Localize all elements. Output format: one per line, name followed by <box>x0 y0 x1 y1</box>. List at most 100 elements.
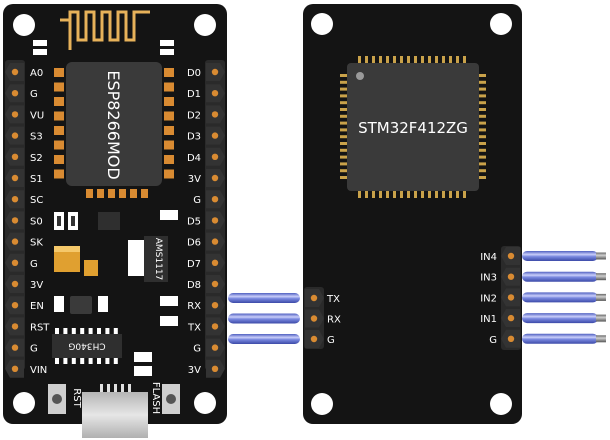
nodemcu-right-pin[interactable] <box>211 344 219 351</box>
smd-component <box>160 296 178 306</box>
nodemcu-right-pin[interactable] <box>211 259 219 266</box>
mcu-pin <box>340 162 348 166</box>
nodemcu-right-pin[interactable] <box>211 132 219 139</box>
nodemcu-left-pin[interactable] <box>11 280 19 288</box>
mcu-pin <box>340 155 348 159</box>
nodemcu-left-pin-label: G <box>30 259 38 270</box>
nodemcu-right-pin-label: G <box>193 344 201 355</box>
smd-component <box>134 352 152 362</box>
nodemcu-right-pin[interactable] <box>211 302 219 309</box>
nodemcu-left-pin[interactable] <box>11 132 19 139</box>
stm32-input-pin[interactable] <box>507 335 515 342</box>
mcu-pin <box>478 176 486 179</box>
mcu-pin <box>379 190 382 198</box>
nodemcu-left-pin[interactable] <box>11 196 19 203</box>
nodemcu-left-pin[interactable] <box>11 365 19 372</box>
mcu-pin <box>340 176 348 179</box>
usb-pin <box>100 384 103 393</box>
nodemcu-right-pin[interactable] <box>211 196 219 203</box>
jumper-wire <box>522 313 598 324</box>
stm32-uart-pin[interactable] <box>310 315 318 322</box>
chip-pin <box>55 328 59 335</box>
mcu-pin <box>340 142 348 145</box>
nodemcu-left-pin[interactable] <box>11 259 19 266</box>
chip-pin <box>105 357 110 364</box>
mcu-pin <box>393 56 396 64</box>
rst-button-knob[interactable] <box>52 394 62 404</box>
nodemcu-right-pin[interactable] <box>211 280 219 288</box>
nodemcu-right-pin-label: G <box>193 195 201 206</box>
stm32-uart-pin[interactable] <box>310 335 318 343</box>
mcu-pin <box>478 169 486 173</box>
usb-connector <box>82 392 148 438</box>
chip-pin <box>88 328 93 335</box>
chip-pin <box>80 328 85 335</box>
smd-component <box>71 216 75 226</box>
nodemcu-left-pin[interactable] <box>11 302 19 309</box>
mounting-hole <box>490 13 512 35</box>
stm32-input-pin[interactable] <box>507 273 515 280</box>
mcu-pin <box>478 101 486 105</box>
jumper-wire <box>228 313 300 324</box>
module-pad <box>54 97 64 106</box>
mcu-pin <box>358 190 361 198</box>
smd-component <box>98 296 108 312</box>
mcu-pin <box>340 169 348 173</box>
nodemcu-right-pin[interactable] <box>211 153 219 160</box>
mcu-pin <box>463 190 466 198</box>
chip-pin <box>97 328 101 335</box>
nodemcu-left-pin-label: VU <box>30 110 44 121</box>
nodemcu-left-pin[interactable] <box>11 323 19 330</box>
nodemcu-left-pin-label: SC <box>30 195 43 206</box>
nodemcu-right-pin-label: D6 <box>187 238 201 249</box>
smd-component <box>160 316 178 326</box>
mcu-pin <box>340 74 348 77</box>
nodemcu-right-pin[interactable] <box>211 217 219 224</box>
nodemcu-left-pin[interactable] <box>11 238 19 245</box>
chip-pin <box>55 357 59 364</box>
wires <box>228 251 606 344</box>
nodemcu-left-pin[interactable] <box>11 217 19 224</box>
nodemcu-left-pin[interactable] <box>11 90 19 97</box>
nodemcu-right-pin[interactable] <box>211 323 219 330</box>
stm32-uart-pin-label: RX <box>327 315 341 326</box>
mounting-hole <box>311 393 333 415</box>
nodemcu-right-pin[interactable] <box>211 68 219 76</box>
mcu-pin <box>478 80 486 84</box>
module-pad <box>54 169 64 179</box>
nodemcu-left-pin[interactable] <box>11 344 19 351</box>
nodemcu-right-pin[interactable] <box>211 174 219 182</box>
usb-connector-pins <box>100 384 131 393</box>
smd-component <box>160 210 178 220</box>
nodemcu-left-pin[interactable] <box>11 111 19 118</box>
mcu-pin <box>478 108 486 111</box>
mcu-pin <box>365 56 368 64</box>
module-pad <box>164 82 174 92</box>
nodemcu-right-pin[interactable] <box>211 111 219 118</box>
nodemcu-left-pin[interactable] <box>11 153 19 160</box>
mcu-pin <box>428 190 431 198</box>
mcu-pin <box>478 94 486 98</box>
rst-button-label: RST <box>71 388 82 408</box>
stm32-uart-pin[interactable] <box>310 294 318 302</box>
nodemcu-right-pin[interactable] <box>211 365 219 372</box>
stm32-input-pin[interactable] <box>507 294 515 301</box>
nodemcu-left-pin[interactable] <box>11 68 19 76</box>
mcu-pin <box>379 56 382 64</box>
mcu-pin <box>478 128 486 132</box>
flash-button-knob[interactable] <box>166 394 176 404</box>
pin1-dot <box>356 72 364 80</box>
nodemcu-left-pin-label: SK <box>30 238 43 249</box>
nodemcu-left-pin[interactable] <box>11 174 19 182</box>
module-pad <box>54 82 64 92</box>
nodemcu-right-pin[interactable] <box>211 90 219 97</box>
usb-pin <box>121 384 124 393</box>
mcu-pin <box>442 56 445 64</box>
mcu-pin <box>456 56 459 64</box>
stm32-input-pin[interactable] <box>507 252 515 260</box>
nodemcu-right-pin[interactable] <box>211 238 219 245</box>
mcu-pin <box>478 135 486 139</box>
jumper-wire <box>522 292 598 303</box>
mcu-pin <box>414 190 417 198</box>
stm32-input-pin[interactable] <box>507 314 515 322</box>
